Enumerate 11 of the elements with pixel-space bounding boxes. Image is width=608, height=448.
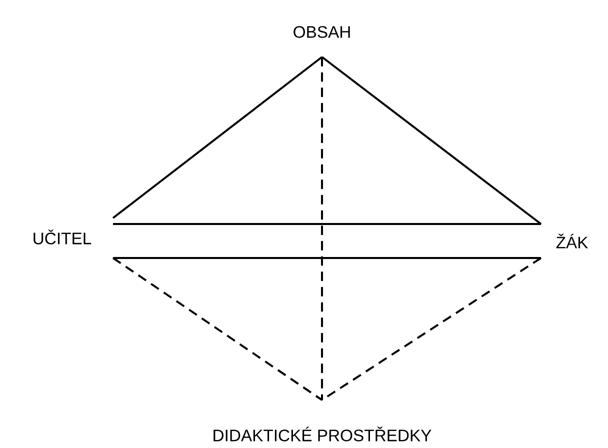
- node-label: UČITEL: [34, 230, 92, 244]
- connector-line: [113, 257, 541, 259]
- node-label: DIDAKTICKÉ PROSTŘEDKY: [214, 426, 432, 442]
- connector-line: [112, 257, 323, 401]
- connector-line: [321, 56, 542, 225]
- connector-line: [113, 223, 541, 225]
- node-label: OBSAH: [294, 26, 350, 38]
- connector-line: [321, 57, 323, 400]
- connector-line: [112, 56, 323, 219]
- connector-line: [321, 257, 542, 401]
- node-label: ŽÁK: [556, 234, 588, 248]
